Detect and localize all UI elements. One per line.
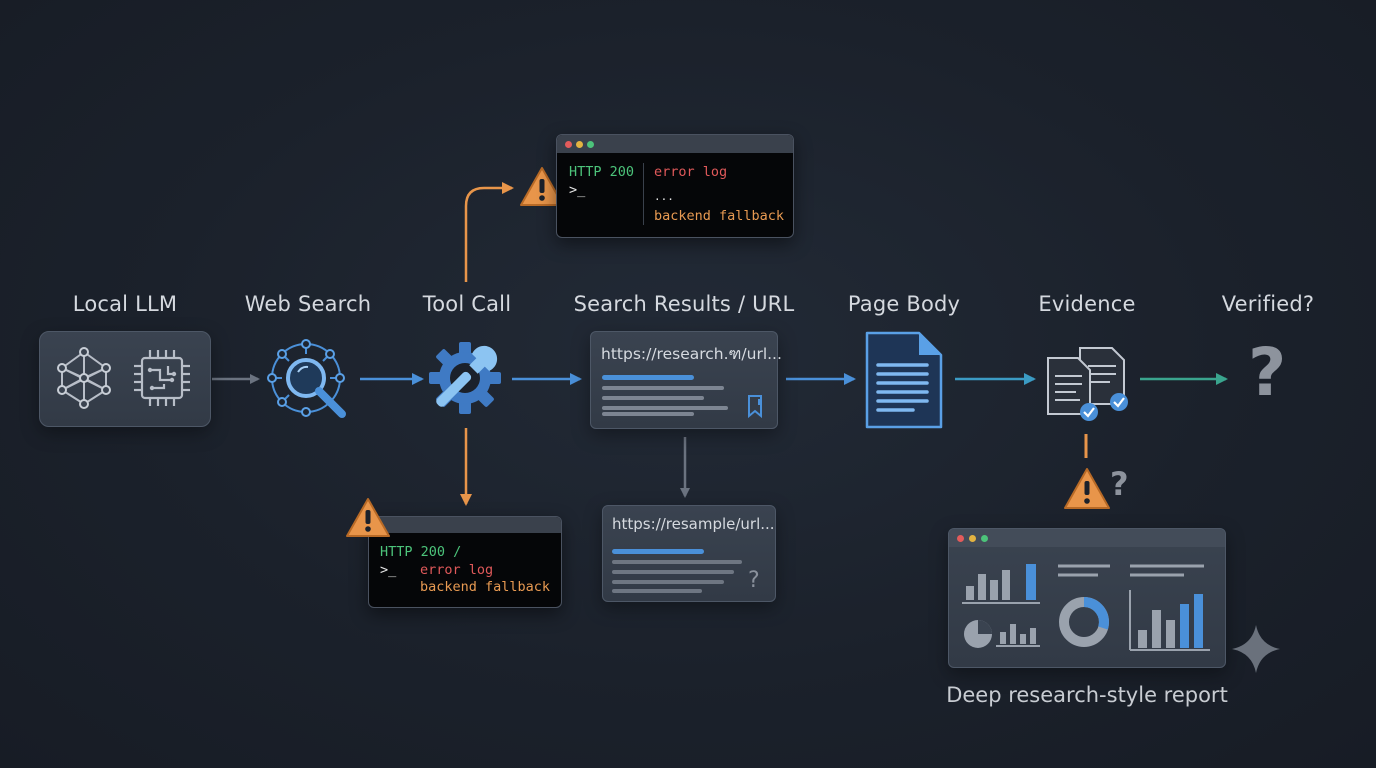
bottom-terminal-prompt: >_	[380, 562, 397, 578]
chip-icon	[134, 350, 190, 406]
top-terminal-fallback: backend fallback	[654, 208, 785, 224]
sample-title-bar	[612, 549, 704, 554]
search-network-icon	[267, 339, 346, 418]
gear-wrench-icon	[429, 342, 501, 414]
top-terminal: HTTP 200 >_ error log ... backend fallba…	[556, 134, 794, 238]
bottom-terminal-error: error log	[420, 562, 494, 578]
top-terminal-titlebar	[557, 135, 793, 153]
bottom-terminal-status: HTTP 200 /	[380, 544, 462, 560]
sample-url[interactable]: https://resample/url...	[612, 515, 775, 533]
label-web-search: Web Search	[244, 292, 372, 316]
bookmark-icon[interactable]	[746, 394, 766, 420]
warning-icon	[520, 167, 564, 206]
bottom-terminal-titlebar	[369, 517, 561, 533]
report-pie-chart	[964, 620, 1040, 648]
warning-icon	[346, 498, 390, 537]
sample-line-4	[612, 589, 702, 593]
top-terminal-error: error log	[654, 164, 728, 180]
label-tool-call: Tool Call	[422, 292, 512, 316]
report-caption: Deep research-style report	[946, 683, 1228, 707]
sample-line-2	[612, 570, 734, 574]
report-charts	[962, 564, 1210, 651]
evidence-documents-icon	[1047, 347, 1128, 421]
sample-line-1	[612, 560, 742, 564]
label-local-llm: Local LLM	[72, 292, 178, 316]
top-terminal-status: HTTP 200	[569, 164, 635, 180]
result-line-1	[602, 386, 724, 390]
warning-icon	[1064, 468, 1110, 509]
arrow-tool-to-top-terminal	[464, 182, 514, 282]
bottom-terminal-fallback: backend fallback	[420, 579, 551, 595]
top-terminal-ellipsis: ...	[654, 190, 674, 203]
bottom-terminal: HTTP 200 / >_ error log backend fallback	[368, 516, 562, 608]
result-title-bar	[602, 375, 694, 380]
report-bar-chart-small	[962, 564, 1040, 604]
report-titlebar	[949, 529, 1225, 547]
top-terminal-prompt: >_	[569, 182, 586, 198]
report-donut-chart	[1059, 597, 1109, 647]
label-verified: Verified?	[1221, 292, 1315, 316]
report-bar-chart-large	[1129, 590, 1210, 651]
label-search-results: Search Results / URL	[573, 292, 795, 316]
result-line-2	[602, 396, 704, 400]
sparkle-icon	[1232, 625, 1280, 673]
result-line-4	[602, 412, 694, 416]
result-line-3	[602, 406, 728, 410]
document-icon	[865, 331, 943, 429]
evidence-question-mark: ?	[1110, 465, 1129, 503]
label-page-body: Page Body	[847, 292, 961, 316]
verified-question-mark: ?	[1248, 334, 1287, 411]
sample-line-3	[612, 580, 724, 584]
neural-network-icon	[57, 347, 111, 409]
label-evidence: Evidence	[1038, 292, 1136, 316]
result-url[interactable]: https://research.ฑ/url...	[601, 345, 782, 363]
sample-question-mark: ?	[748, 568, 760, 593]
